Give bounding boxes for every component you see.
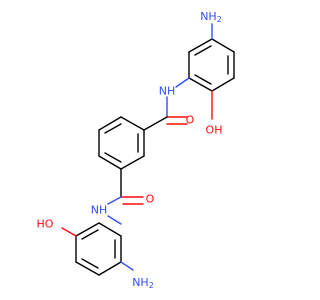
- central-benzene-ring: [98, 116, 145, 170]
- bottom-amide-nh-label: NH: [91, 204, 108, 217]
- structure-diagram: NH2 OH NH O O NH: [37, 10, 235, 290]
- bottom-hydroxyl-label: HO: [37, 218, 54, 231]
- bond: [175, 77, 190, 88]
- bond: [120, 261, 134, 271]
- bond: [107, 196, 122, 205]
- bond: [98, 116, 122, 131]
- bond: [81, 258, 99, 269]
- bond: [143, 116, 168, 131]
- bond: [211, 77, 235, 92]
- bond: [188, 38, 213, 53]
- top-amine-label: NH2: [200, 10, 222, 24]
- top-hydroxyl-label: OH: [206, 124, 223, 137]
- bond: [98, 155, 122, 170]
- bond: [120, 155, 145, 170]
- bond: [107, 215, 122, 225]
- top-amide-nh-label: NH: [159, 85, 176, 98]
- bond: [120, 116, 145, 131]
- bond: [75, 261, 100, 276]
- bond: [194, 74, 212, 85]
- bond: [211, 38, 235, 53]
- bond: [188, 77, 213, 92]
- bond: [61, 227, 77, 237]
- bond: [194, 45, 212, 56]
- bond: [81, 229, 99, 240]
- bottom-phenyl-ring: [75, 222, 122, 276]
- bond: [104, 152, 122, 163]
- bottom-amine-label: NH2: [132, 276, 154, 290]
- bond: [98, 222, 122, 237]
- bottom-carbonyl-oxygen-label: O: [146, 193, 155, 206]
- bond: [104, 123, 122, 134]
- top-phenyl-ring: [188, 38, 235, 92]
- bond: [98, 261, 122, 276]
- bond: [75, 222, 100, 237]
- top-carbonyl-oxygen-label: O: [186, 114, 195, 127]
